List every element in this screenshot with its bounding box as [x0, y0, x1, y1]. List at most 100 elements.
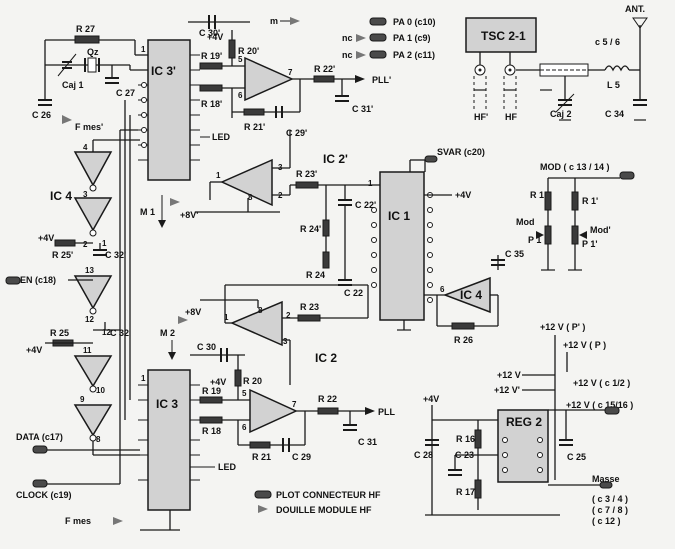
r18p-resistor [199, 84, 223, 92]
svg-text:12: 12 [102, 328, 111, 337]
v12c1516-plot [604, 406, 620, 415]
svg-text:3: 3 [283, 337, 288, 346]
ic1-chip [379, 171, 425, 321]
r24p-resistor [322, 219, 330, 237]
en-plot [5, 276, 21, 285]
ic2p-opamp [220, 158, 273, 207]
svg-text:5: 5 [242, 389, 247, 398]
caj2-label: Caj 2 [550, 109, 572, 119]
r19-resistor [199, 396, 223, 404]
svg-text:2: 2 [286, 311, 291, 320]
r20-resistor [234, 369, 242, 387]
r16-resistor [474, 429, 482, 449]
svg-text:1: 1 [224, 313, 229, 322]
fmes-douille [113, 517, 123, 525]
svg-text:1: 1 [216, 171, 221, 180]
svg-text:10: 10 [96, 386, 105, 395]
r27-resistor [74, 35, 100, 44]
r19p-label: R 19' [201, 51, 222, 61]
v8p-label: +8V' [180, 210, 198, 220]
ant-label: ANT. [625, 4, 645, 14]
c26-label: C 26 [32, 110, 51, 120]
ic3-chip [147, 369, 191, 511]
mod-label: Mod [516, 217, 535, 227]
l5-coil [604, 65, 630, 72]
ic3p-chip [147, 39, 191, 181]
modc-label: MOD ( c 13 / 14 ) [540, 162, 610, 172]
r16-label: R 16 [456, 434, 475, 444]
ic3p-label: IC 3' [151, 64, 176, 78]
r27-label: R 27 [76, 24, 95, 34]
l5-label: L 5 [607, 80, 620, 90]
inverter-4 [73, 355, 113, 388]
legend: PLOT CONNECTEUR HF DOUILLE MODULE HF [254, 490, 381, 515]
r22-label: R 22 [318, 394, 337, 404]
c28-label: C 28 [414, 450, 433, 460]
svg-text:6: 6 [238, 91, 243, 100]
tsc-module: TSC 2-1 HF' HF L 5 ANT. c 5 / 6 C 34 Caj… [465, 4, 648, 122]
ic3-opamp-section: C 30 R 20 +4V R 19 R 18 5 6 7 R 21 C 29 … [190, 342, 396, 462]
svg-text:9: 9 [80, 395, 85, 404]
ic3p-pin1: 1 [141, 45, 146, 54]
c34-label: C 34 [605, 109, 624, 119]
r23-label: R 23 [300, 302, 319, 312]
svg-text:1: 1 [102, 239, 107, 248]
r19-label: R 19 [202, 386, 221, 396]
c30-label: C 30 [197, 342, 216, 352]
svg-text:11: 11 [83, 346, 92, 355]
m-label: m [270, 16, 278, 26]
r21p-resistor [243, 108, 265, 116]
v12-label: +12 V [497, 370, 521, 380]
ic3-block: IC 3 1 LED [138, 369, 237, 531]
masse-plot [599, 481, 613, 489]
ic2-block: 8 2 1 3 IC 2 +8V R 23 M 2 [160, 284, 369, 385]
svar-label: SVAR (c20) [437, 147, 485, 157]
clock-label: CLOCK (c19) [16, 490, 72, 500]
fmesp-label: F mes' [75, 122, 103, 132]
v4-left: +4V [38, 233, 54, 243]
c22-label: C 22 [344, 288, 363, 298]
reg2-label: REG 2 [506, 415, 542, 429]
r25-label: R 25 [50, 328, 69, 338]
qz-crystal [87, 57, 97, 73]
r22p-resistor [313, 75, 335, 83]
r25p-label: R 25' [52, 250, 73, 260]
fmesp-douille [62, 115, 72, 124]
svg-text:1: 1 [141, 374, 146, 383]
c23-label: C 23 [455, 450, 474, 460]
r18p-label: R 18' [201, 99, 222, 109]
r20p-label: R 20' [238, 46, 259, 56]
pll-label: PLL [378, 407, 396, 417]
svg-text:1: 1 [368, 179, 373, 188]
nc2-label: nc [342, 50, 353, 60]
r1p-label: R 1' [582, 196, 598, 206]
en-label: EN (c18) [20, 275, 56, 285]
v4-ic1: +4V [455, 190, 471, 200]
tsc-label: TSC 2-1 [481, 29, 526, 43]
v12pp-label: +12 V ( P' ) [540, 322, 585, 332]
svg-text:3: 3 [83, 190, 88, 199]
pa2-plot [369, 50, 387, 59]
pa1-label: PA 1 (c9) [393, 33, 431, 43]
pa1-plot [369, 33, 387, 42]
v12p2-label: +12 V' [494, 385, 520, 395]
r25p-resistor [54, 239, 76, 247]
c35-label: C 35 [505, 249, 524, 259]
svar-plot [424, 155, 438, 163]
svg-text:8: 8 [96, 435, 101, 444]
masse-c12: ( c 12 ) [592, 516, 621, 526]
m1-label: M 1 [140, 207, 155, 217]
p1-label: P 1 [528, 235, 541, 245]
hfp-label: HF' [474, 112, 488, 122]
ic2-opamp [230, 300, 283, 347]
ic4-buffer: IC 4 6 R 26 C 35 [424, 249, 524, 345]
v12c1516-label: +12 V ( c 15/16 ) [566, 400, 633, 410]
c31p-label: C 31' [352, 104, 373, 114]
r17-label: R 17 [456, 487, 475, 497]
svg-text:6: 6 [440, 285, 445, 294]
ic1-label: IC 1 [388, 209, 410, 223]
ic3-opamp [249, 388, 298, 434]
m-douille [290, 17, 300, 25]
tsc-box [465, 17, 537, 53]
